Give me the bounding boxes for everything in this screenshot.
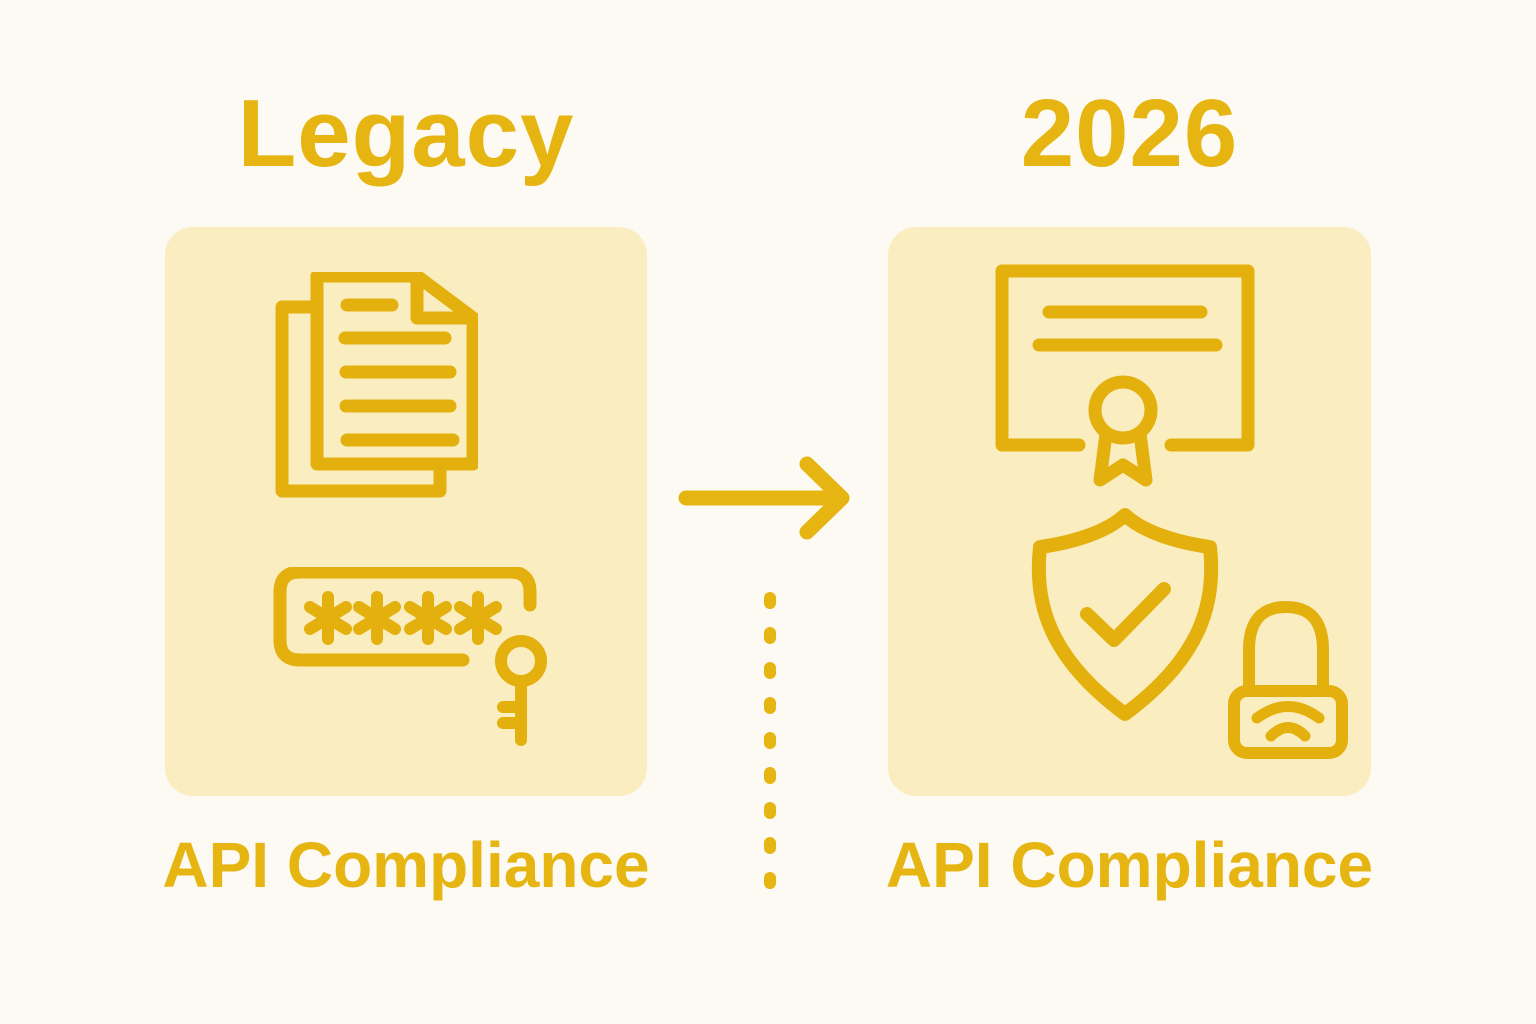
medal-ribbon	[1093, 427, 1153, 487]
checkmark	[1080, 582, 1171, 647]
modern-panel	[888, 227, 1371, 796]
asterisk-glyph	[454, 591, 502, 645]
legacy-caption: API Compliance	[162, 829, 650, 901]
certificate-icon	[995, 264, 1255, 487]
asterisk-glyph	[404, 591, 452, 645]
smart-lock-icon	[1228, 601, 1348, 759]
wifi-arc	[1251, 701, 1325, 724]
medal-circle	[1088, 375, 1158, 445]
dotted-vertical-divider	[764, 592, 776, 908]
key-icon	[495, 635, 547, 746]
password-field-icon	[273, 567, 547, 746]
lock-shackle	[1243, 601, 1329, 692]
shield-check-icon	[1031, 508, 1219, 721]
year-2026-title: 2026	[1020, 80, 1239, 187]
wifi-arc	[1265, 722, 1311, 742]
asterisk-glyph	[353, 591, 401, 645]
documents-icon	[275, 272, 478, 498]
lock-body	[1228, 685, 1348, 759]
legacy-title: Legacy	[237, 80, 575, 187]
modern-caption: API Compliance	[885, 829, 1374, 901]
asterisk-glyph	[304, 591, 352, 645]
right-arrow-icon	[678, 456, 850, 540]
legacy-panel	[165, 227, 647, 796]
